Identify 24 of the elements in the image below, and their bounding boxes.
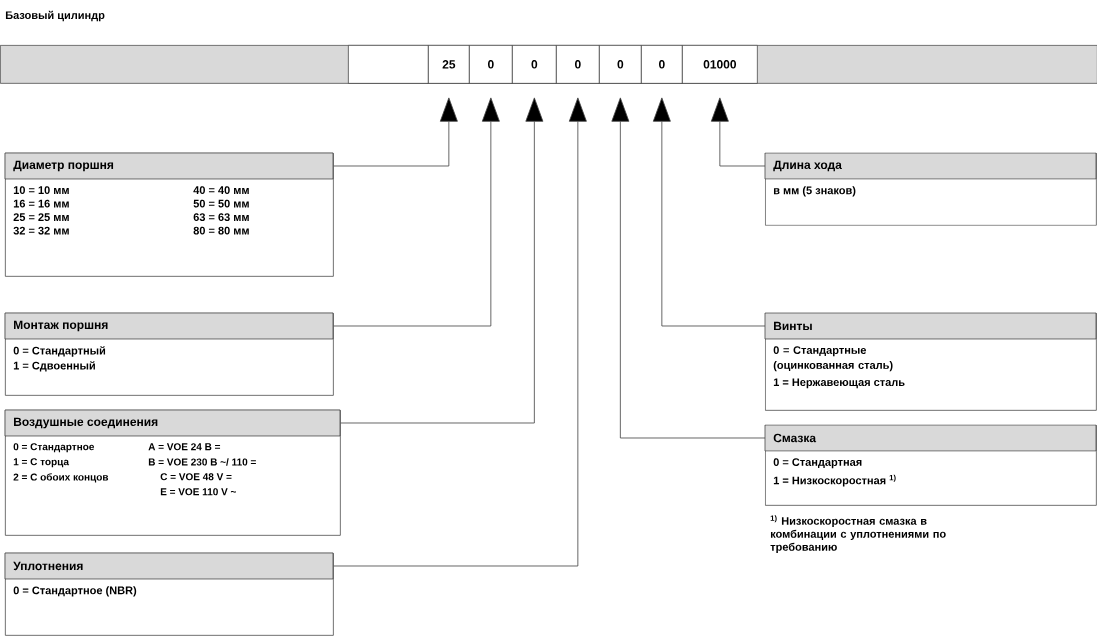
code-cell: 0	[556, 45, 600, 84]
arrow	[333, 97, 587, 567]
code-cell: 0	[469, 45, 513, 84]
option-box: Уплотнения 0 = Стандартное (NBR)	[4, 552, 334, 636]
arrow	[710, 97, 766, 167]
arrow	[652, 97, 766, 327]
footnote: $^{1)}$ Низкоскоростная смазка в комбинации с уплотнениями по требованию	[770, 515, 946, 553]
code-cell: 01000	[682, 45, 758, 84]
code-cell: 25	[428, 45, 470, 84]
code-cell: 0	[512, 45, 557, 84]
code-cell: 0	[599, 45, 642, 84]
arrow	[340, 97, 544, 424]
option-box: Воздушные соединения 0 = Стандартное A = VOE 24 B = 1 = С торца B = VOE 230 B ~/ 110 = 2 = С обоих концов C = VOE 48 V = E = VOE 110 V ~	[4, 409, 341, 536]
option-box: Диаметр поршня 10 = 10 мм 40 = 40 мм 16 = 16 мм 50 = 50 мм 25 = 25 мм 63 = 63 мм 32 = 32 мм 80 = 80 мм	[4, 152, 334, 277]
arrow	[333, 97, 458, 167]
option-box: Длина хода в мм (5 знаков)	[764, 152, 1097, 226]
title: Базовый цилиндр	[5, 10, 105, 22]
option-box: Смазка 0 = Стандартная 1 = Низкоскоростная $^{1)}$	[764, 424, 1097, 506]
code-cell	[348, 45, 429, 84]
option-box: Монтаж поршня 0 = Стандартный 1 = Сдвоенный	[4, 312, 334, 396]
arrow	[611, 97, 766, 439]
option-box: Винты 0 = Стандартные (оцинкованная сталь) 1 = Нержавеющая сталь	[764, 312, 1097, 411]
code-cell: 0	[641, 45, 683, 84]
arrow	[333, 97, 500, 327]
